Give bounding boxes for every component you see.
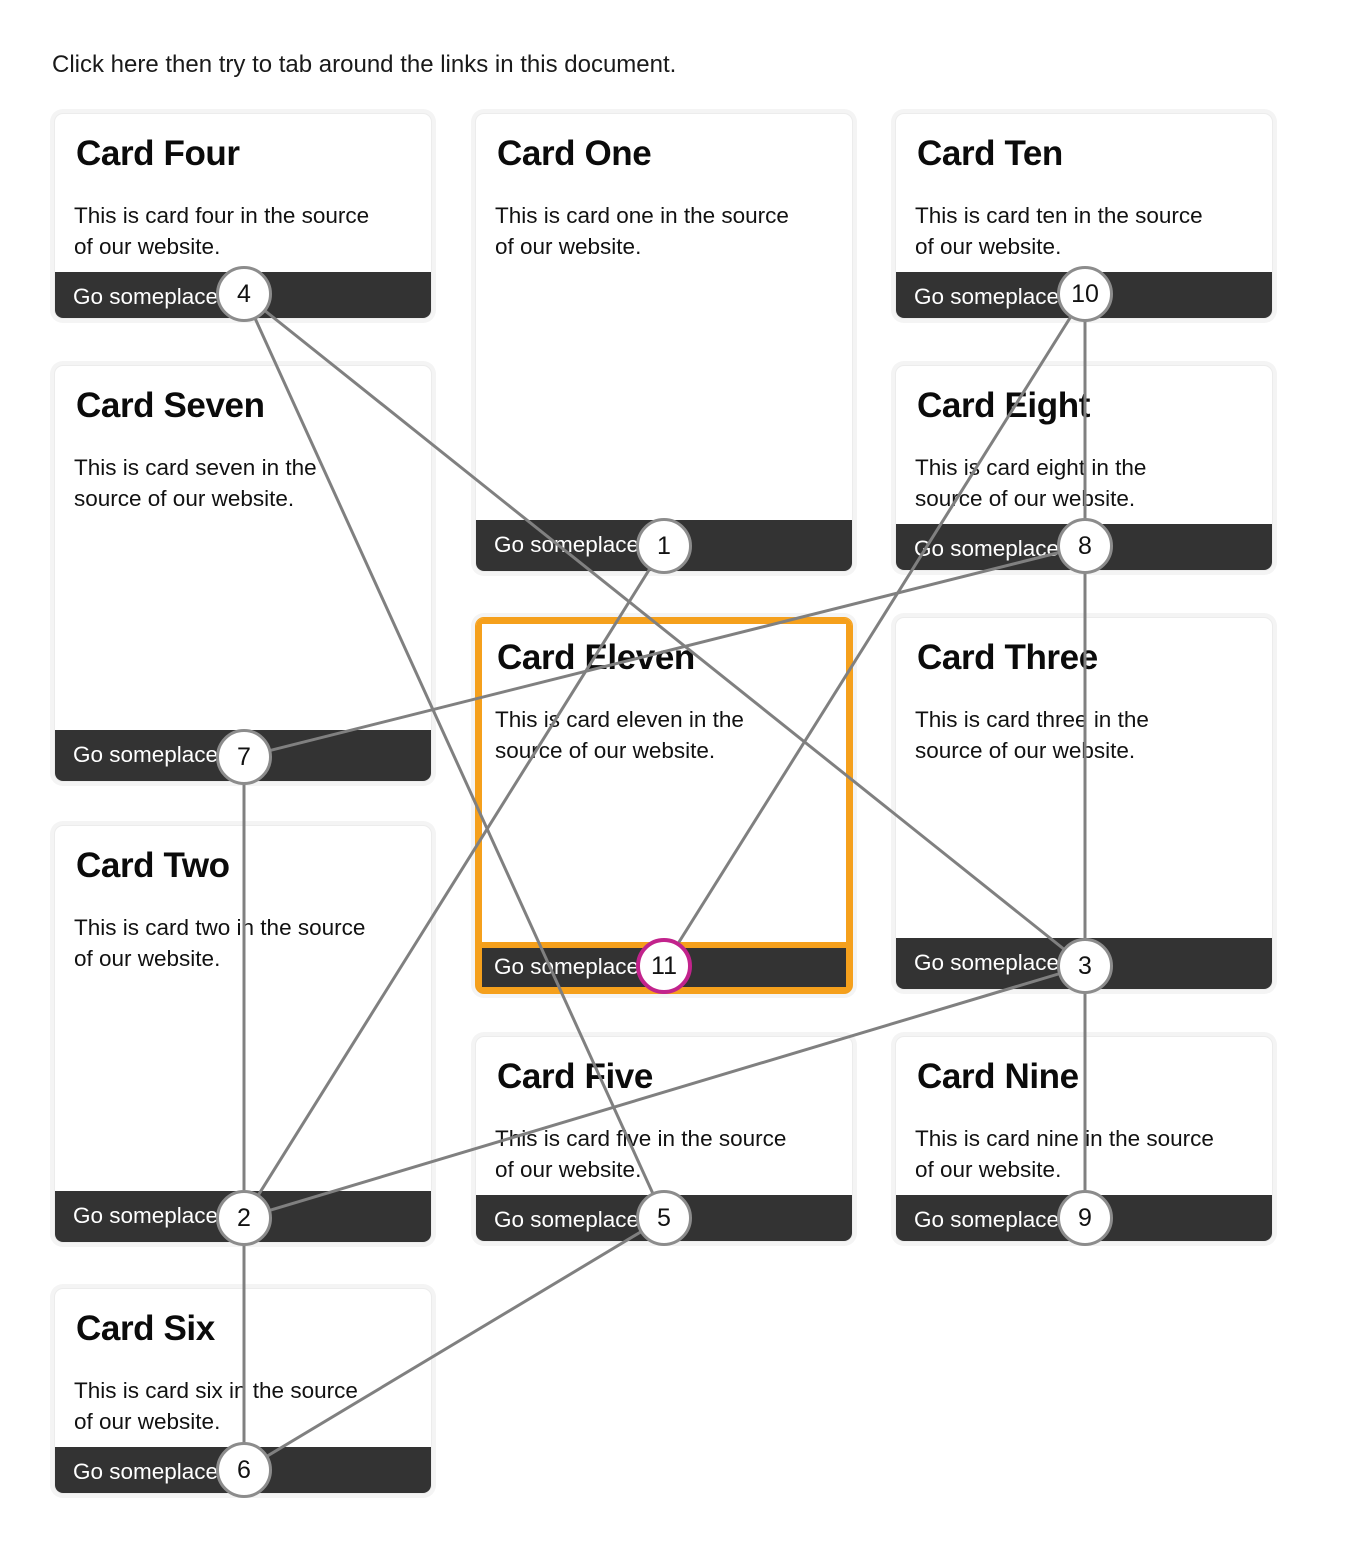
tab-order-badge-11: 11: [636, 938, 692, 994]
card-seven-title: Card Seven: [76, 386, 265, 425]
tab-order-badge-8: 8: [1057, 518, 1113, 574]
card-eight-title: Card Eight: [917, 386, 1090, 425]
card-two-title: Card Two: [76, 846, 230, 885]
tab-order-badge-4: 4: [216, 266, 272, 322]
card-four-description: This is card four in the source of our w…: [74, 203, 370, 259]
card-nine-title: Card Nine: [917, 1057, 1079, 1096]
card-five-title: Card Five: [497, 1057, 653, 1096]
intro-instruction-text: Click here then try to tab around the li…: [52, 51, 677, 78]
card-two-description: This is card two in the source of our we…: [74, 915, 366, 971]
tab-order-badge-1: 1: [636, 518, 692, 574]
card-six-title: Card Six: [76, 1309, 215, 1348]
card-three-title: Card Three: [917, 638, 1098, 677]
card-eleven-title: Card Eleven: [497, 638, 695, 677]
card-six-description: This is card six in the source of our we…: [74, 1378, 358, 1434]
card-five-description: This is card five in the source of our w…: [495, 1126, 787, 1182]
tab-order-badge-5: 5: [636, 1190, 692, 1246]
tab-order-badge-10: 10: [1057, 266, 1113, 322]
tab-order-badge-6: 6: [216, 1442, 272, 1498]
card-eight-description: This is card eight in the source of our …: [915, 455, 1147, 511]
card-one-description: This is card one in the source of our we…: [495, 203, 789, 259]
card-one-title: Card One: [497, 134, 652, 173]
card-nine-description: This is card nine in the source of our w…: [915, 1126, 1214, 1182]
card-eleven-description: This is card eleven in the source of our…: [495, 707, 744, 763]
card-three-description: This is card three in the source of our …: [915, 707, 1149, 763]
card-four-title: Card Four: [76, 134, 240, 173]
tab-order-badge-3: 3: [1057, 938, 1113, 994]
tab-order-badge-9: 9: [1057, 1190, 1113, 1246]
tab-order-badge-7: 7: [216, 729, 272, 785]
card-ten-description: This is card ten in the source of our we…: [915, 203, 1203, 259]
tab-order-badge-2: 2: [216, 1190, 272, 1246]
card-ten-title: Card Ten: [917, 134, 1063, 173]
card-seven-description: This is card seven in the source of our …: [74, 455, 317, 511]
